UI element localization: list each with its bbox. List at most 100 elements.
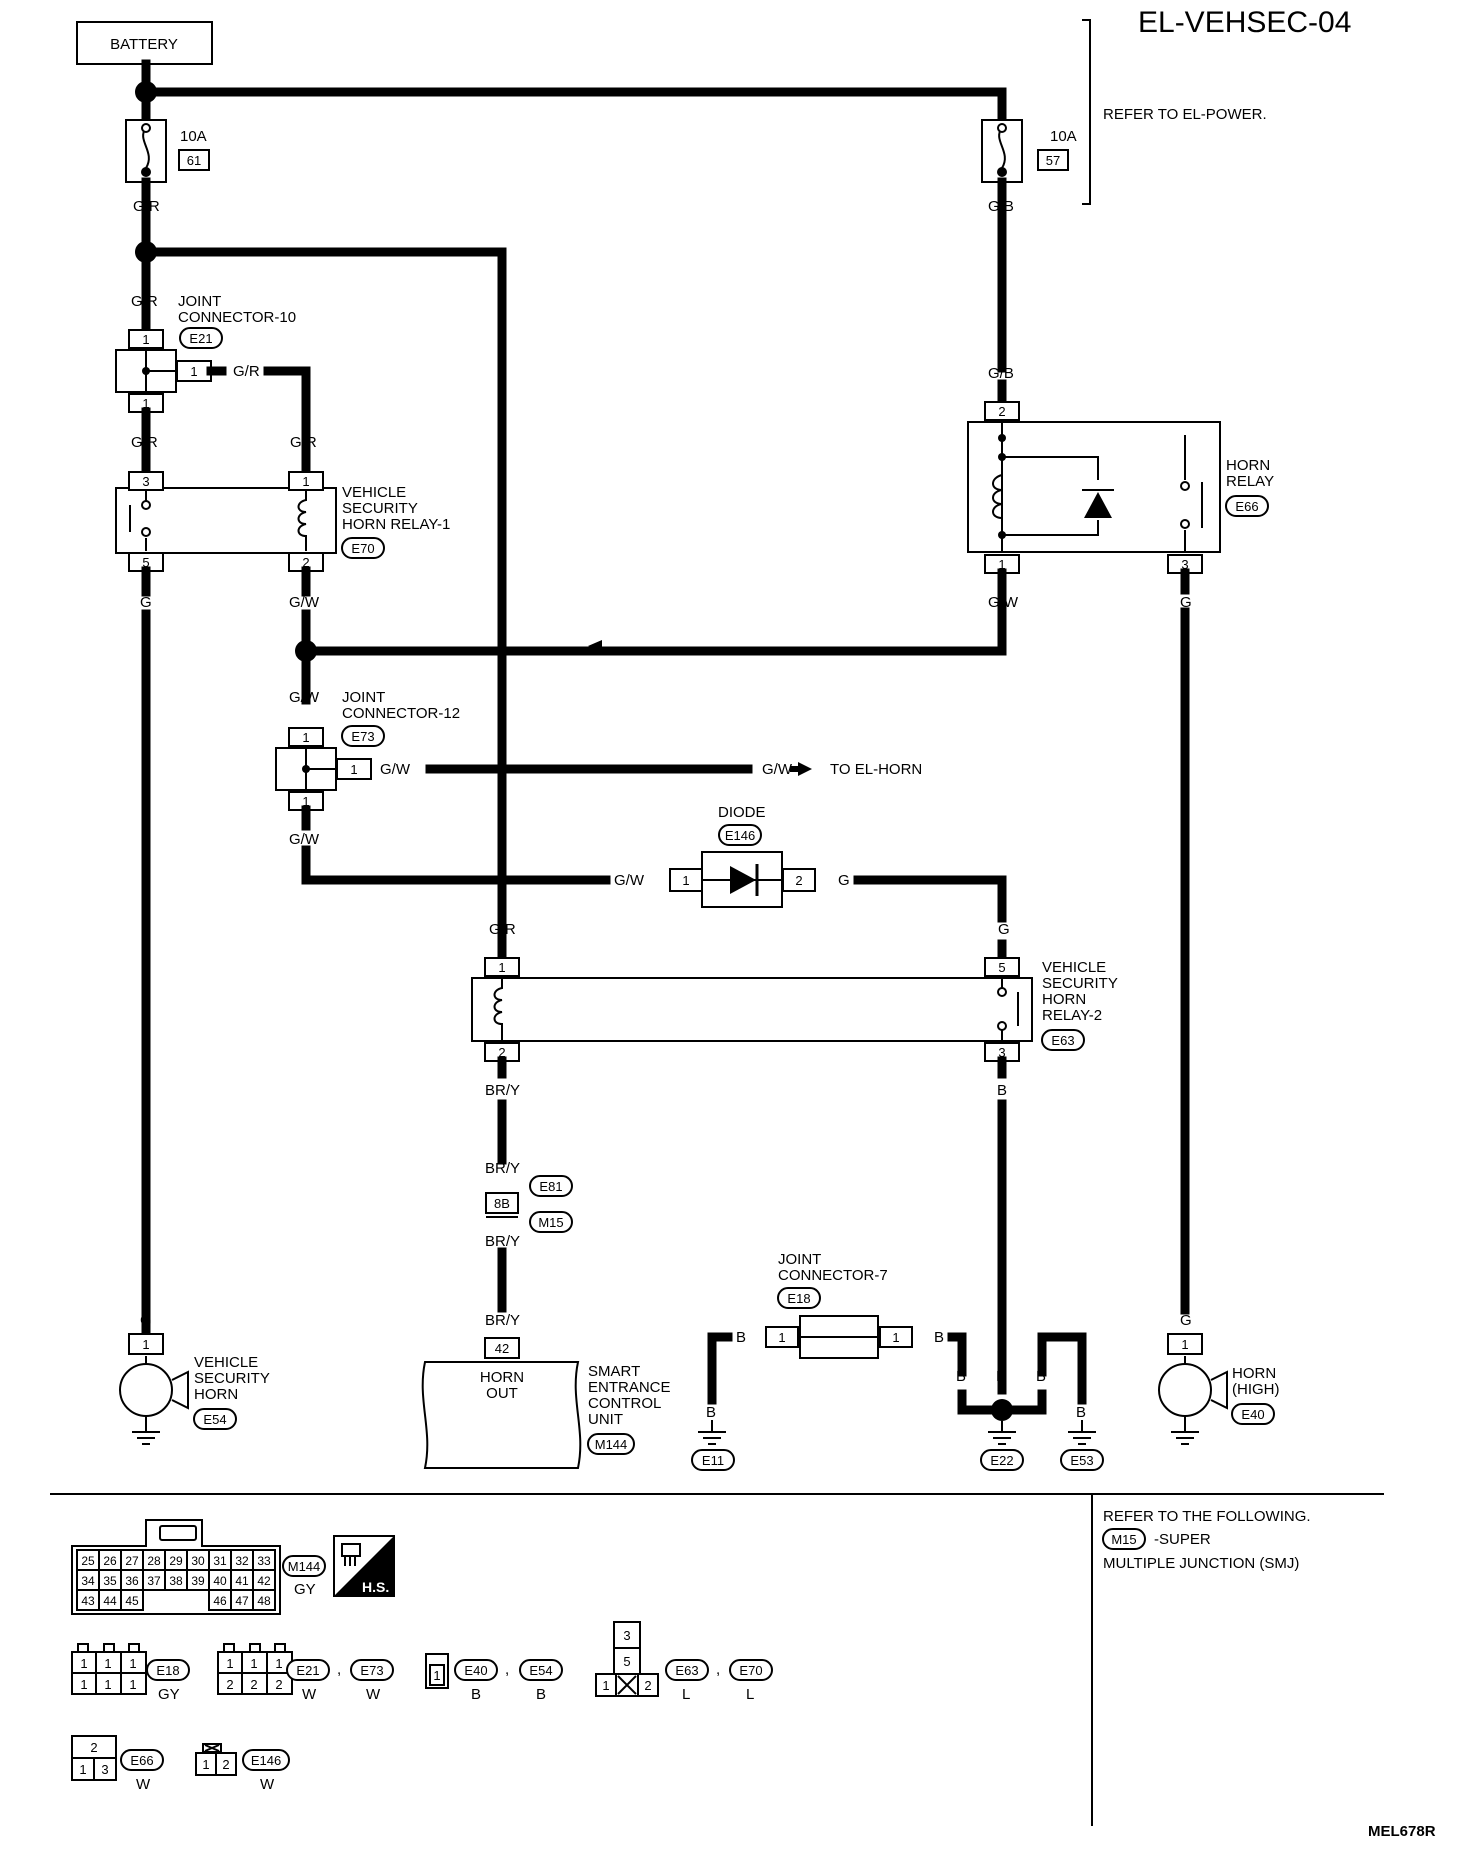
vshr1-name: VEHICLE bbox=[342, 484, 406, 501]
ground-splice bbox=[991, 1399, 1013, 1421]
svg-text:1: 1 bbox=[250, 1656, 257, 1671]
m144-cavity-number: 27 bbox=[125, 1554, 139, 1568]
svg-text:5: 5 bbox=[623, 1654, 630, 1669]
e63-connector-face: 3 5 1 2 bbox=[595, 1621, 659, 1697]
jc12-code: E73 bbox=[351, 729, 374, 744]
smj-note: -SUPER bbox=[1154, 1531, 1211, 1548]
wire-color-label: G/B bbox=[988, 365, 1014, 382]
svg-text:2: 2 bbox=[795, 873, 802, 888]
svg-text:1: 1 bbox=[80, 1677, 87, 1692]
battery-label: BATTERY bbox=[110, 36, 178, 53]
vshr2-code: E63 bbox=[1051, 1033, 1074, 1048]
e73-color: W bbox=[366, 1686, 381, 1703]
m144-cavity-number: 39 bbox=[191, 1574, 205, 1588]
wire-gw-to-diode bbox=[301, 805, 611, 885]
wire-color-label: BR/Y bbox=[485, 1312, 520, 1329]
wire-color-label: G bbox=[998, 921, 1010, 938]
vshr2-coil bbox=[493, 978, 503, 1041]
wire-b-jc7-to-e22 bbox=[947, 1332, 967, 1377]
horn-relay-internal bbox=[1001, 422, 1203, 553]
e66-legend-code: E66 bbox=[130, 1753, 153, 1768]
horn-high-name: HORN bbox=[1232, 1365, 1276, 1382]
svg-text:1: 1 bbox=[142, 332, 149, 347]
e70-legend-code: E70 bbox=[739, 1663, 762, 1678]
diagram-id: EL-VEHSEC-04 bbox=[1138, 6, 1351, 39]
vshr2-name: SECURITY bbox=[1042, 975, 1118, 992]
wire-color-label: G/W bbox=[289, 831, 320, 848]
vshr2-body bbox=[471, 977, 1033, 1042]
m144-color: GY bbox=[294, 1581, 316, 1598]
wire-color-label: G bbox=[1180, 594, 1192, 611]
wire-color-label: BR/Y bbox=[485, 1082, 520, 1099]
m144-cavity bbox=[252, 1589, 276, 1611]
wire-color-label: G/R bbox=[131, 293, 158, 310]
fuse-57-rating: 10A bbox=[1050, 128, 1077, 145]
wire-color-label: G/W bbox=[289, 594, 320, 611]
e63-legend-code: E63 bbox=[675, 1663, 698, 1678]
svg-text:1: 1 bbox=[190, 364, 197, 379]
wire-gr-to-relay2 bbox=[141, 177, 507, 945]
m144-cavity-number: 42 bbox=[257, 1574, 271, 1588]
e18-color: GY bbox=[158, 1686, 180, 1703]
svg-text:1: 1 bbox=[104, 1656, 111, 1671]
svg-text:2: 2 bbox=[222, 1757, 229, 1772]
svg-text:2: 2 bbox=[498, 1045, 505, 1060]
svg-text:2: 2 bbox=[644, 1678, 651, 1693]
e40-legend-code: E40 bbox=[464, 1663, 487, 1678]
e18-legend-code: E18 bbox=[156, 1663, 179, 1678]
wire-b-to-e53 bbox=[1037, 1332, 1087, 1405]
svg-text:1: 1 bbox=[778, 1330, 785, 1345]
m144-cavity-number: 30 bbox=[191, 1554, 205, 1568]
wire-b-to-e11 bbox=[707, 1332, 733, 1405]
vs-horn-name: SECURITY bbox=[194, 1370, 270, 1387]
jc10-code-badge bbox=[179, 327, 223, 349]
to-horn-arrow bbox=[790, 762, 812, 776]
fuse-57-number: 57 bbox=[1046, 153, 1060, 168]
wire-color-label: B bbox=[997, 1082, 1007, 1099]
e40-color: B bbox=[471, 1686, 481, 1703]
inline-pin: 8B bbox=[494, 1196, 510, 1211]
svg-text:1: 1 bbox=[498, 960, 505, 975]
e73-legend-code: E73 bbox=[360, 1663, 383, 1678]
svg-text:1: 1 bbox=[142, 1337, 149, 1352]
m144-cavity-number: 28 bbox=[147, 1554, 161, 1568]
e66-connector-face: 2 1 3 bbox=[71, 1735, 117, 1781]
svg-text:1: 1 bbox=[142, 396, 149, 411]
wire-color-label: B bbox=[736, 1329, 746, 1346]
e40-connector-face: 1 bbox=[425, 1653, 449, 1689]
m144-cavity-number: 36 bbox=[125, 1574, 139, 1588]
m144-cavity-number: 35 bbox=[103, 1574, 117, 1588]
wire-gr-to-relay1-coil bbox=[263, 366, 311, 477]
m144-cavity-number: 37 bbox=[147, 1574, 161, 1588]
wire-color-label: G/W bbox=[380, 761, 411, 778]
svg-text:,: , bbox=[505, 1661, 509, 1678]
wire-color-label: G/W bbox=[289, 689, 320, 706]
jc7-code: E18 bbox=[787, 1291, 810, 1306]
svg-text:1: 1 bbox=[275, 1656, 282, 1671]
wire-color-label: G/W bbox=[614, 872, 645, 889]
svg-text:1: 1 bbox=[302, 794, 309, 809]
vs-horn-name: HORN bbox=[194, 1386, 238, 1403]
m144-cavity-number: 26 bbox=[103, 1554, 117, 1568]
wire-color-label: G/R bbox=[131, 434, 158, 451]
jc7-name: CONNECTOR-7 bbox=[778, 1267, 888, 1284]
m144-cavity-number: 43 bbox=[81, 1594, 95, 1608]
ground-symbol bbox=[132, 1416, 160, 1445]
svg-text:1: 1 bbox=[129, 1656, 136, 1671]
vs-horn-symbol bbox=[119, 1363, 173, 1417]
jc10-name: CONNECTOR-10 bbox=[178, 309, 296, 326]
m144-legend-code: M144 bbox=[288, 1559, 321, 1574]
svg-text:2: 2 bbox=[90, 1740, 97, 1755]
e146-connector-face: 1 2 bbox=[195, 1743, 237, 1776]
vshr2-contact bbox=[1001, 978, 1019, 1041]
smj-note: MULTIPLE JUNCTION (SMJ) bbox=[1103, 1555, 1299, 1572]
horn-relay-diode bbox=[1084, 492, 1112, 518]
m144-cavity-number: 34 bbox=[81, 1574, 95, 1588]
svg-text:1: 1 bbox=[79, 1762, 86, 1777]
secu-name: ENTRANCE bbox=[588, 1379, 671, 1396]
vshr2-name: VEHICLE bbox=[1042, 959, 1106, 976]
svg-text:1: 1 bbox=[104, 1677, 111, 1692]
fuse-61-rating: 10A bbox=[180, 128, 207, 145]
